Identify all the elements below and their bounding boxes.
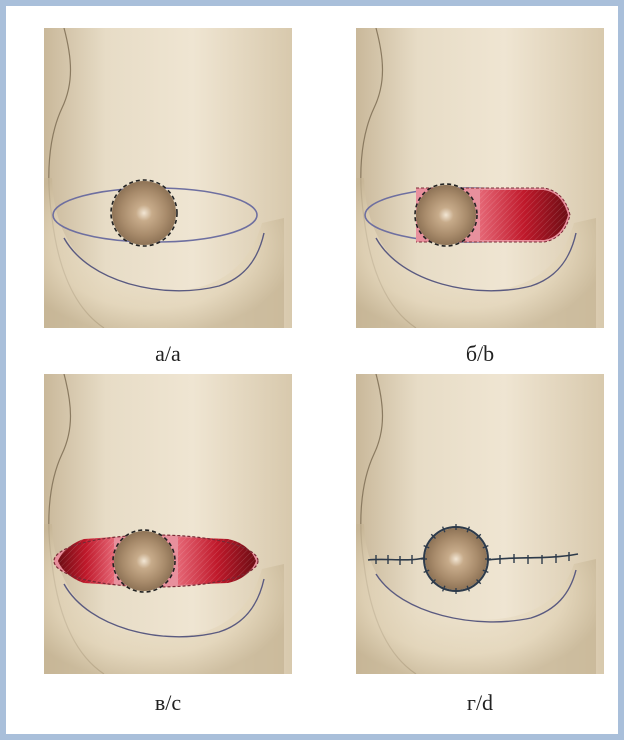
caption-b: б/b <box>356 341 604 367</box>
panel-b-illustration <box>356 28 604 328</box>
panel-d-illustration <box>356 374 604 674</box>
caption-c: в/c <box>44 690 292 716</box>
panel-a-illustration <box>44 28 292 328</box>
caption-d: г/d <box>356 690 604 716</box>
panel-c-drawing <box>44 374 292 674</box>
panel-b-drawing <box>356 28 604 328</box>
panel-c-illustration <box>44 374 292 674</box>
panel-a-drawing <box>44 28 292 328</box>
areola <box>112 181 176 245</box>
areola <box>416 185 476 245</box>
panel-d-drawing <box>356 374 604 674</box>
areola <box>114 531 174 591</box>
caption-a: а/a <box>44 341 292 367</box>
